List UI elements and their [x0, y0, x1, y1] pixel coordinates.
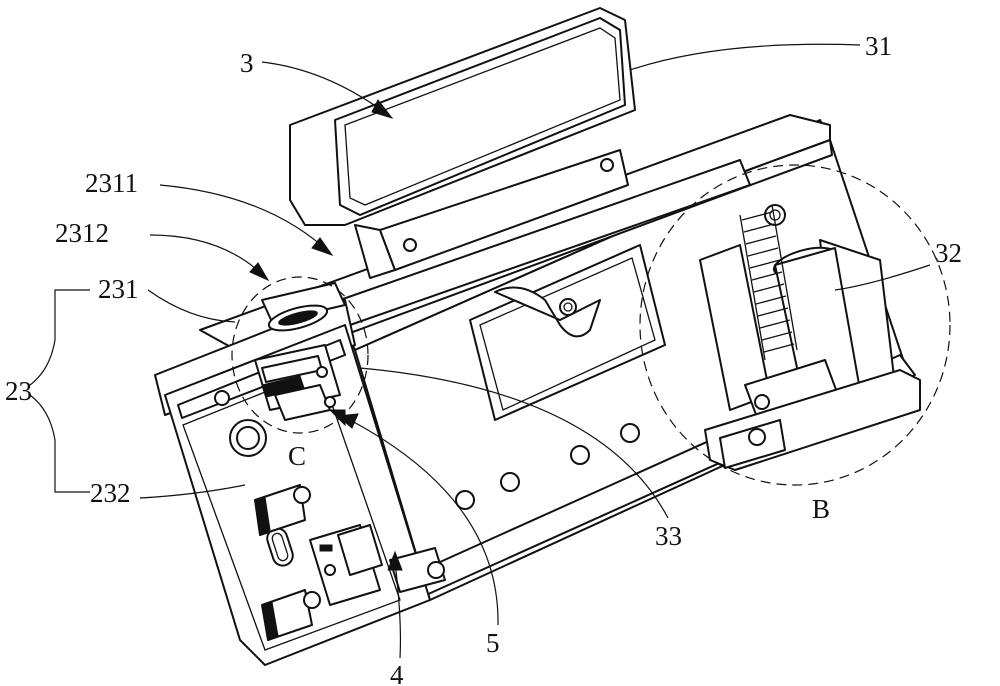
reference-labels: 3 31 2311 2312 231 23 232 C 32 33 B 5 4 — [5, 31, 962, 686]
label-4: 4 — [390, 660, 404, 686]
label-b: B — [812, 494, 830, 524]
spring-coil — [739, 204, 798, 361]
detail-circle-c — [231, 276, 369, 434]
label-3: 3 — [240, 48, 254, 78]
label-5: 5 — [486, 628, 500, 658]
label-232: 232 — [90, 478, 131, 508]
label-32: 32 — [935, 238, 962, 268]
label-31: 31 — [865, 31, 892, 61]
label-33: 33 — [655, 521, 682, 551]
switch-4 — [309, 524, 446, 606]
leader-lines — [29, 43, 931, 659]
label-2311: 2311 — [85, 168, 138, 198]
label-c: C — [288, 441, 306, 471]
handle-3 — [289, 7, 636, 279]
switch-assembly-33 — [254, 282, 346, 421]
top-plate — [199, 114, 833, 371]
label-231: 231 — [98, 274, 139, 304]
detail-circle-b — [639, 164, 951, 486]
spring-assembly-32 — [699, 204, 921, 471]
label-2312: 2312 — [55, 218, 109, 248]
label-23: 23 — [5, 376, 32, 406]
